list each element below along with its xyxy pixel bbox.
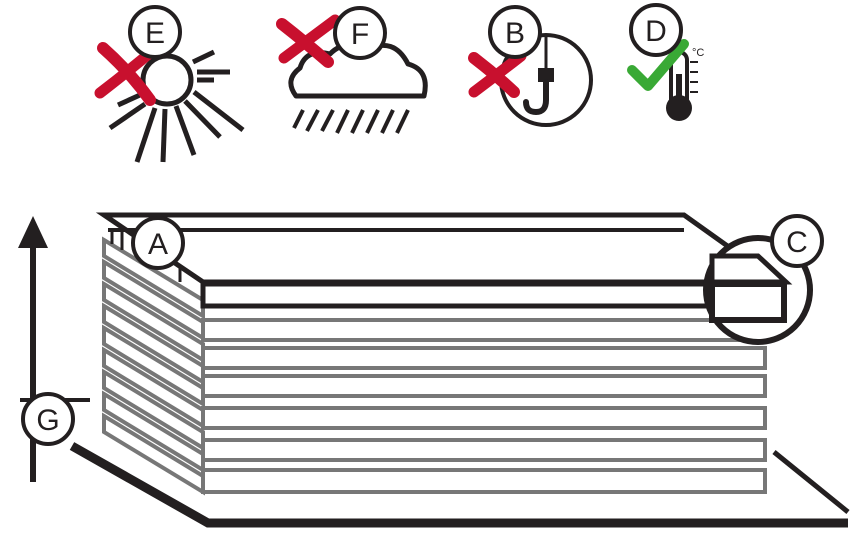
label-f-text: F — [351, 18, 369, 51]
sun-icon — [108, 49, 245, 163]
label-b: B — [488, 5, 542, 59]
label-d-text: D — [645, 15, 667, 48]
board-stack — [69, 212, 850, 528]
top-cover-board — [95, 212, 786, 309]
ground-shadow — [69, 442, 848, 528]
label-a-text: A — [148, 228, 168, 261]
temperature-unit: °C — [692, 47, 704, 59]
cross-mark-b — [468, 50, 527, 98]
label-g: G — [21, 392, 75, 446]
ground-edge — [772, 450, 850, 514]
label-d: D — [629, 3, 683, 57]
label-c-text: C — [786, 226, 808, 259]
label-f: F — [333, 6, 387, 60]
board-front-faces — [201, 318, 767, 494]
check-mark-d — [627, 39, 689, 91]
label-b-text: B — [505, 17, 525, 50]
label-e-text: E — [145, 17, 165, 50]
cross-mark-f — [276, 14, 341, 68]
board-side-faces — [102, 236, 205, 496]
label-a: A — [131, 216, 185, 270]
label-c: C — [770, 214, 824, 268]
label-g-text: G — [36, 404, 59, 437]
label-e: E — [128, 5, 182, 59]
